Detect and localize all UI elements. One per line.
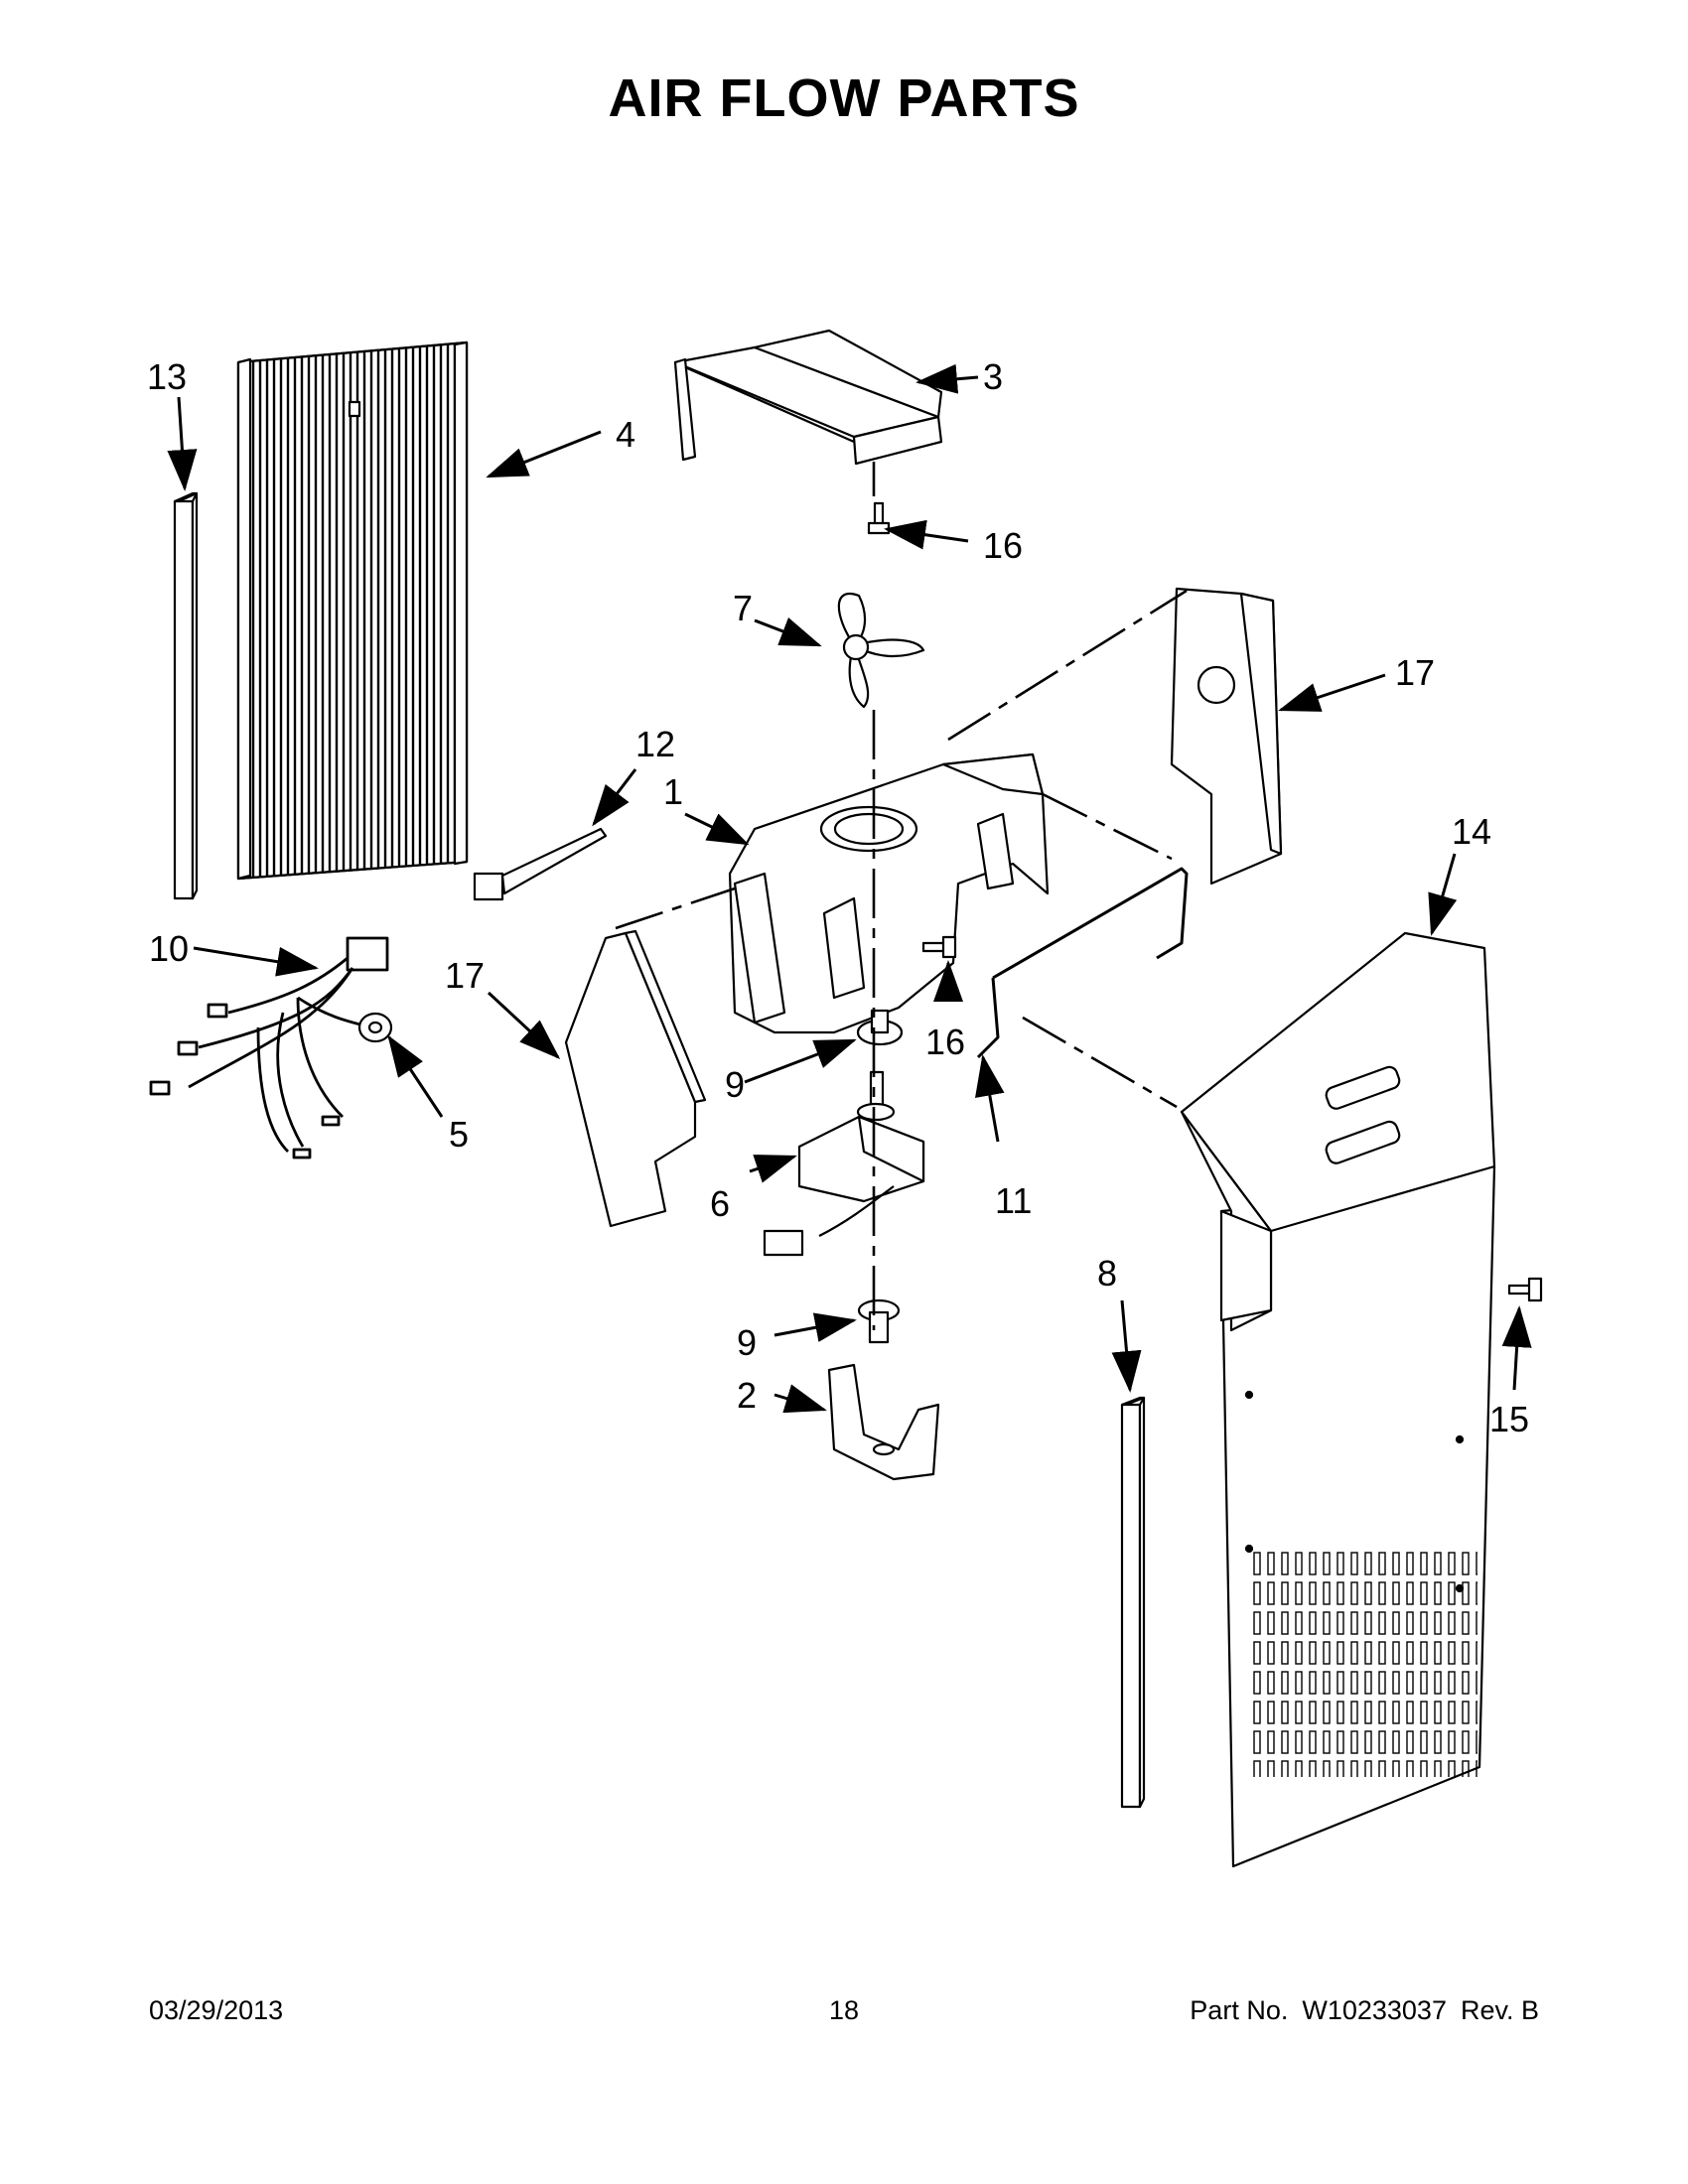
part-15-screw — [1507, 1277, 1543, 1302]
part-1-fan-housing — [728, 752, 1050, 1034]
callout-labels: 1 2 3 4 5 6 7 8 9 9 10 11 12 13 14 15 16… — [147, 356, 1529, 1439]
part-16-screw-middle — [921, 935, 957, 959]
part-5-grommet — [357, 1012, 393, 1043]
callout-3: 3 — [983, 356, 1003, 397]
callout-12: 12 — [635, 724, 675, 764]
callout-1: 1 — [663, 771, 683, 812]
part-14-air-duct-panel — [1180, 931, 1496, 1868]
callout-9-lower: 9 — [737, 1322, 757, 1363]
footer-revision: Rev. B — [1460, 1995, 1539, 2025]
callout-9-upper: 9 — [725, 1064, 745, 1105]
footer-part-label: Part No. — [1190, 1995, 1289, 2025]
page-title: AIR FLOW PARTS — [608, 68, 1080, 128]
callout-5: 5 — [449, 1114, 469, 1155]
part-11-wire-bracket — [976, 867, 1189, 1059]
callout-17-right: 17 — [1395, 652, 1435, 693]
callout-16-middle: 16 — [925, 1022, 965, 1062]
part-9-mount-lower — [857, 1298, 901, 1344]
leader-arrows — [167, 363, 1532, 1414]
callout-2: 2 — [737, 1375, 757, 1416]
part-13-foam-strip — [173, 491, 199, 900]
part-3-duct-cover — [673, 329, 943, 466]
part-16-screw-top — [867, 501, 891, 535]
callout-15: 15 — [1489, 1399, 1529, 1439]
callout-10: 10 — [149, 928, 189, 969]
callout-4: 4 — [616, 414, 635, 455]
part-4-evaporator-cover — [236, 341, 469, 881]
footer-date: 03/29/2013 — [149, 1995, 284, 2025]
footer-part-info: Part No. W10233037 Rev. B — [1176, 1995, 1539, 2026]
footer-page-number: 18 — [828, 1995, 860, 2025]
part-9-mount-upper — [856, 1009, 904, 1046]
part-12-cable-tie — [473, 827, 608, 901]
callout-11: 11 — [995, 1180, 1032, 1221]
callout-8: 8 — [1097, 1253, 1117, 1294]
callout-6: 6 — [710, 1183, 730, 1224]
alignment-lines — [615, 462, 1188, 1330]
part-7-fan-blade — [837, 593, 925, 709]
callout-7: 7 — [733, 588, 753, 628]
part-17-baffle-left — [564, 929, 707, 1228]
part-8-foam-strip — [1120, 1396, 1146, 1809]
part-10-wire-harness — [149, 936, 389, 1160]
callout-17-left: 17 — [445, 955, 485, 996]
part-6-fan-motor — [763, 1070, 925, 1257]
footer-part-number: W10233037 — [1302, 1995, 1447, 2025]
callout-13: 13 — [147, 356, 187, 397]
callout-16-top: 16 — [983, 525, 1023, 566]
callout-14: 14 — [1452, 811, 1491, 852]
part-2-motor-bracket — [827, 1363, 940, 1481]
part-17-baffle-right — [1170, 587, 1283, 886]
